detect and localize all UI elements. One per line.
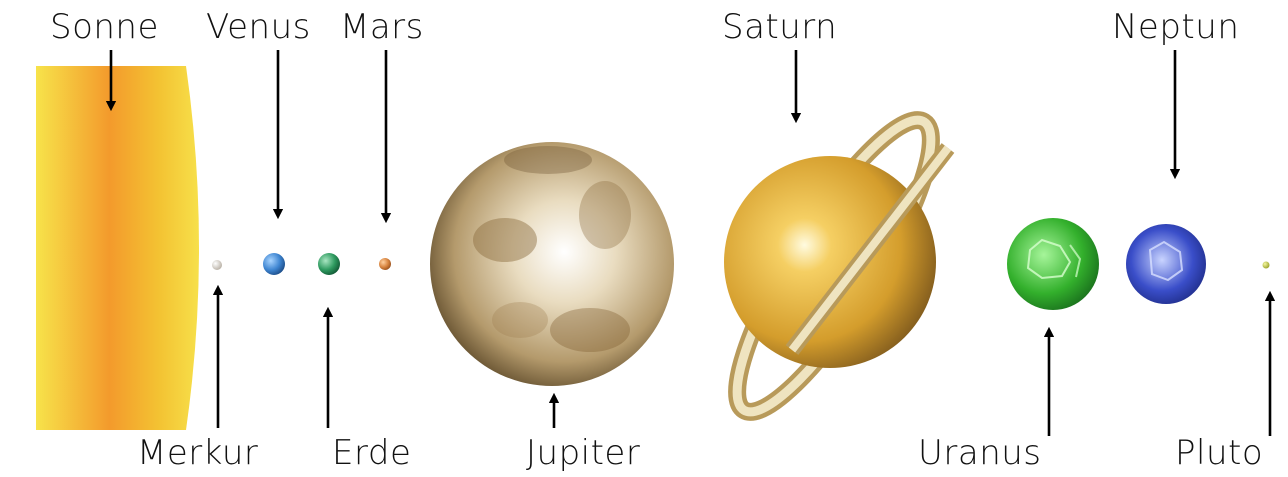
venus-planet <box>263 253 285 275</box>
earth-planet <box>318 253 340 275</box>
mercury-planet <box>212 260 222 270</box>
neptune-label: Neptun <box>1112 10 1239 44</box>
mercury-label: Merkur <box>137 436 258 470</box>
uranus-planet <box>1007 218 1099 310</box>
mars-label: Mars <box>340 10 424 44</box>
earth-label: Erde <box>332 436 411 470</box>
jupiter-label: Jupiter <box>526 436 640 470</box>
saturn-label: Saturn <box>722 10 837 44</box>
sun-body <box>36 66 199 430</box>
sun-label: Sonne <box>50 10 159 44</box>
jupiter-planet <box>430 142 674 386</box>
neptune-planet <box>1126 224 1206 304</box>
saturn-planet <box>708 100 959 433</box>
mars-planet <box>379 258 391 270</box>
venus-label: Venus <box>206 10 311 44</box>
pluto-label: Pluto <box>1175 436 1263 470</box>
pluto-planet <box>1263 262 1270 269</box>
uranus-label: Uranus <box>918 436 1042 470</box>
